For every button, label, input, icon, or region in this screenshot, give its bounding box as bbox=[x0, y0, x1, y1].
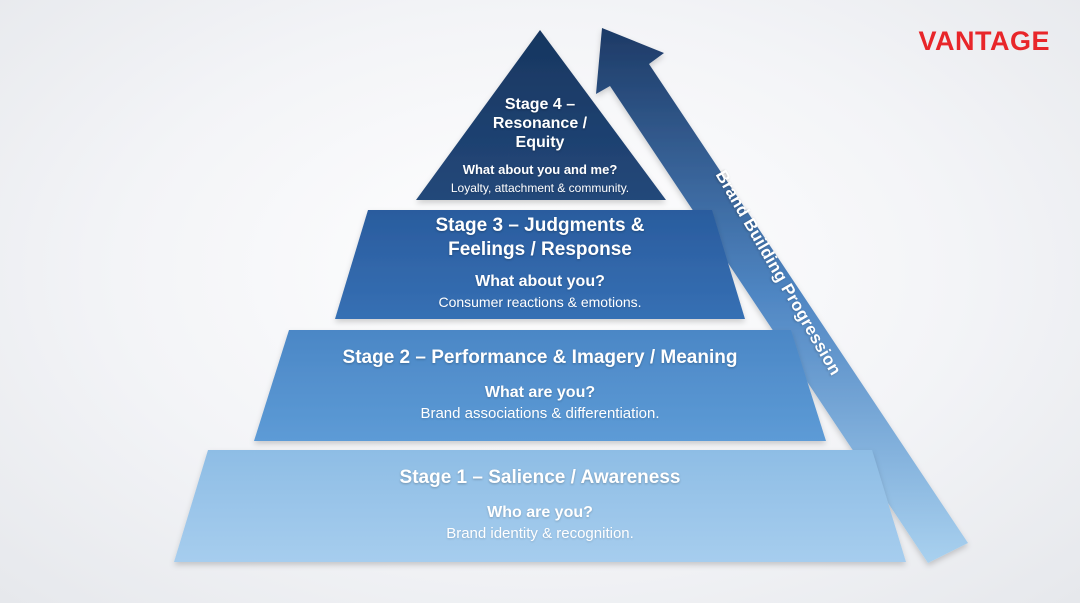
stage-4-layer bbox=[416, 30, 666, 200]
stage-1-description: Brand identity & recognition. bbox=[446, 524, 634, 542]
stage-2-title: Stage 2 – Performance & Imagery / Meanin… bbox=[342, 347, 738, 368]
stage-2-question: What are you? bbox=[484, 383, 596, 401]
stage-1-question: Who are you? bbox=[487, 503, 593, 521]
stage-1-layer bbox=[174, 450, 906, 562]
stage-2-description: Brand associations & differentiation. bbox=[420, 404, 660, 422]
stage-4-title-line-2: Resonance / bbox=[492, 115, 588, 132]
stage-4-question: What about you and me? bbox=[462, 162, 618, 177]
stage-4-title-line-3: Equity bbox=[515, 134, 565, 151]
stage-3-title-line-1: Stage 3 – Judgments & bbox=[435, 215, 645, 236]
stage-4-title: Stage 4 – Resonance / Equity bbox=[420, 95, 660, 152]
stage-3-layer bbox=[335, 210, 745, 319]
stage-3-text: Stage 3 – Judgments & Feelings / Respons… bbox=[380, 214, 700, 311]
stage-2-layer bbox=[254, 330, 826, 441]
stage-4-description: Loyalty, attachment & community. bbox=[450, 180, 630, 195]
stage-1-title: Stage 1 – Salience / Awareness bbox=[399, 467, 681, 488]
stage-3-title: Stage 3 – Judgments & Feelings / Respons… bbox=[380, 214, 700, 262]
stage-4-title-line-1: Stage 4 – bbox=[504, 96, 576, 113]
vantage-logo: VANTAGE bbox=[918, 26, 1050, 56]
stage-1-text: Stage 1 – Salience / Awareness Who are y… bbox=[290, 467, 790, 543]
stage-3-question: What about you? bbox=[475, 273, 605, 290]
stage-4-text: Stage 4 – Resonance / Equity What about … bbox=[420, 95, 660, 195]
stage-2-text: Stage 2 – Performance & Imagery / Meanin… bbox=[290, 347, 790, 423]
stage-3-description: Consumer reactions & emotions. bbox=[438, 294, 642, 311]
stage-3-title-line-2: Feelings / Response bbox=[448, 239, 632, 260]
progression-arrow bbox=[596, 28, 968, 563]
